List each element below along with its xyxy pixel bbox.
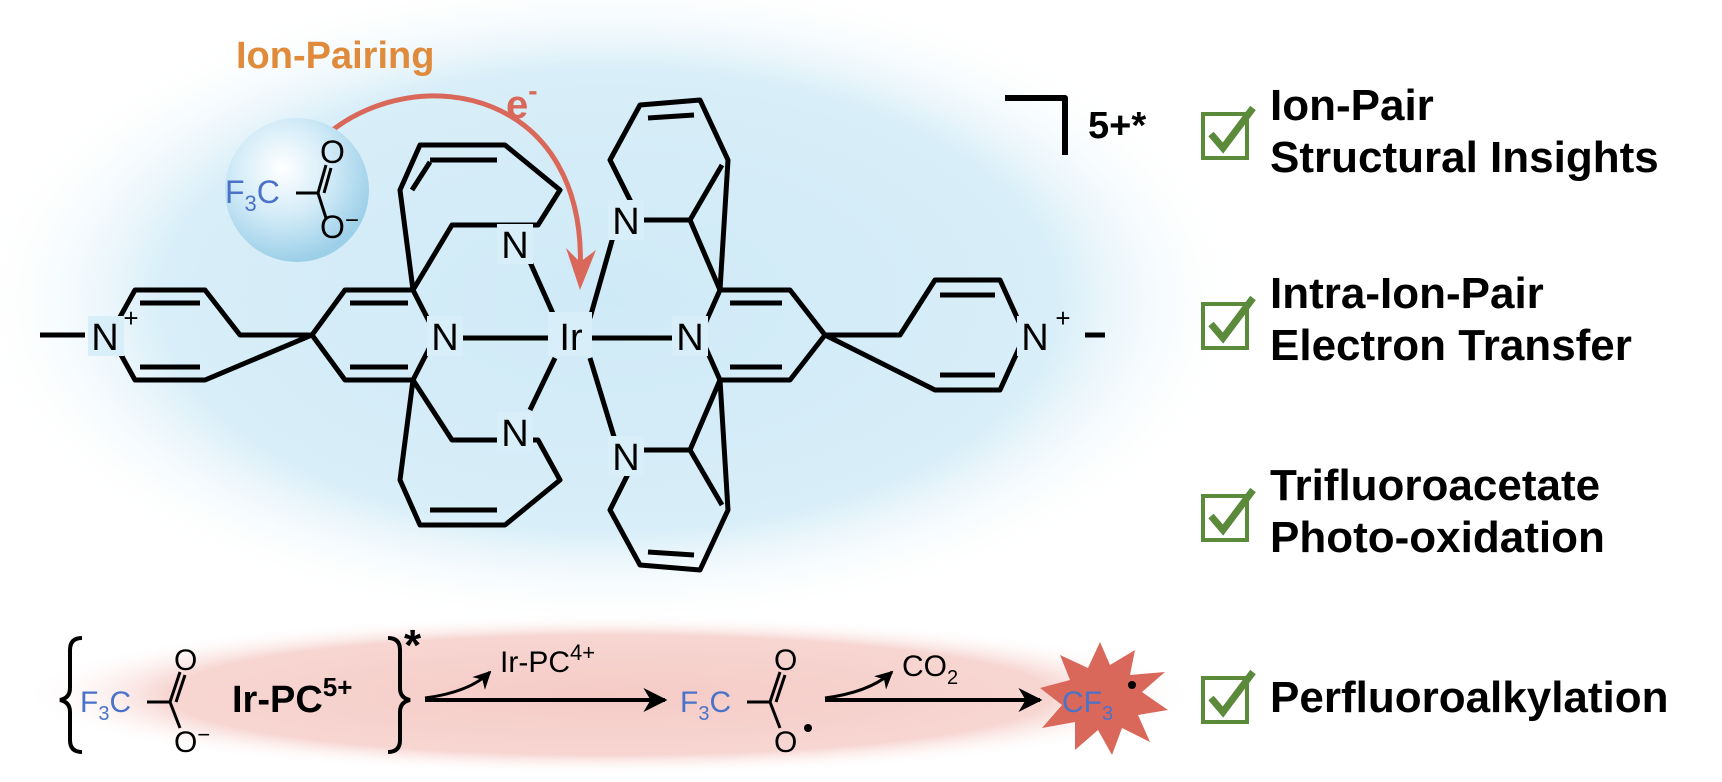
radical-burst <box>1040 642 1168 755</box>
ion-pairing-label: Ion-Pairing <box>236 35 434 77</box>
checklist-item-electron-transfer: Intra-Ion-Pair Electron Transfer <box>1270 269 1632 370</box>
right-pyridinium-n: N <box>1021 317 1048 359</box>
svg-text:O−: O− <box>320 207 359 245</box>
checklist-item-photo-oxidation: Trifluoroacetate Photo-oxidation <box>1270 461 1605 562</box>
svg-text:N: N <box>612 201 639 243</box>
svg-text:N: N <box>676 317 703 359</box>
check-icon <box>1201 105 1256 160</box>
red-background-band <box>20 615 1200 775</box>
check-icon <box>1201 669 1256 724</box>
svg-text:O: O <box>774 644 797 677</box>
reduced-photocatalyst-label: Ir-PC4+ <box>500 640 595 679</box>
checklist-item-ion-pair: Ion-Pair Structural Insights <box>1270 81 1659 182</box>
left-pyridinium-n: N <box>91 317 118 359</box>
cf3-radical-label: CF3 <box>1062 686 1113 725</box>
mechanism-row: * F3C O O− Ir-PC5+ Ir-PC4+ F3C O O CO2 C… <box>59 621 1168 759</box>
svg-text:+: + <box>1055 303 1070 333</box>
trifluoroacetate-anion: F3C O O− <box>225 134 359 245</box>
check-icon <box>1201 295 1256 350</box>
svg-text:*: * <box>404 621 422 670</box>
svg-text:O: O <box>774 726 797 759</box>
electron-arrow-head <box>566 248 596 290</box>
check-icon <box>1201 487 1256 542</box>
checklist-boxes <box>1201 105 1256 724</box>
iridium-label: Ir <box>559 317 583 359</box>
complex-atom-labels: Ir N N N N N N N + N + <box>88 200 1071 479</box>
svg-text:O: O <box>320 134 345 170</box>
electron-label: e- <box>506 75 538 127</box>
svg-text:N: N <box>431 317 458 359</box>
svg-text:N: N <box>501 225 528 267</box>
anion-sphere <box>225 118 369 262</box>
co2-label: CO2 <box>902 650 958 689</box>
photocatalyst-label: Ir-PC5+ <box>232 672 352 721</box>
checklist-item-perfluoroalkylation: Perfluoroalkylation <box>1270 673 1669 722</box>
svg-text:O−: O− <box>174 722 210 759</box>
electron-transfer-arrow <box>328 93 583 276</box>
svg-text:F3C: F3C <box>80 686 131 725</box>
svg-text:F3C: F3C <box>225 174 280 216</box>
svg-text:+: + <box>123 303 138 333</box>
svg-text:F3C: F3C <box>680 686 731 725</box>
charge-label: 5+* <box>1088 105 1146 147</box>
svg-text:O: O <box>174 644 197 677</box>
iridium-complex <box>40 95 1105 573</box>
svg-text:N: N <box>501 413 528 455</box>
svg-text:N: N <box>612 437 639 479</box>
